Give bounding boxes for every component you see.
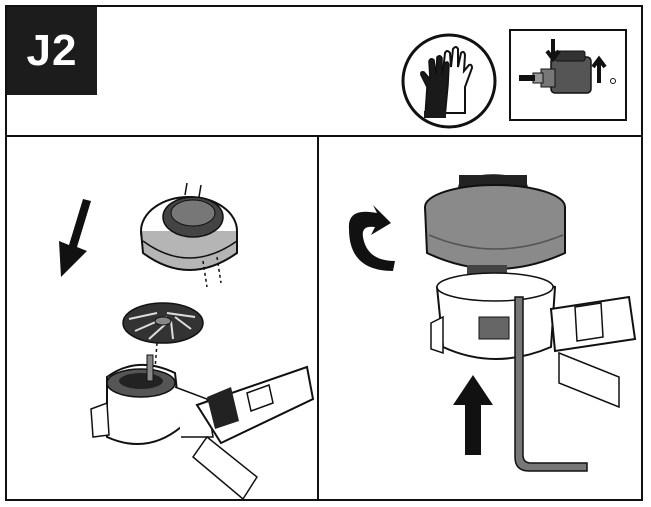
up-arrow-icon: [453, 375, 493, 455]
hex-key-icon: [514, 296, 588, 472]
trimmer-head-icon: [424, 174, 637, 409]
disassembly-panel: [7, 137, 319, 499]
assembly-panel: [319, 137, 641, 499]
instruction-sheet: J2: [5, 5, 643, 501]
down-arrow-icon: [59, 199, 91, 277]
spool-icon: [140, 182, 238, 288]
rotate-arrow-icon: [348, 205, 395, 271]
gloves-icon: [399, 31, 499, 131]
step-header: J2: [7, 7, 641, 137]
step-badge: J2: [7, 7, 97, 95]
fan-impeller-icon: [122, 302, 204, 370]
motor-housing-icon: [90, 354, 315, 499]
trimmer-head-mini-icon: [509, 29, 627, 121]
